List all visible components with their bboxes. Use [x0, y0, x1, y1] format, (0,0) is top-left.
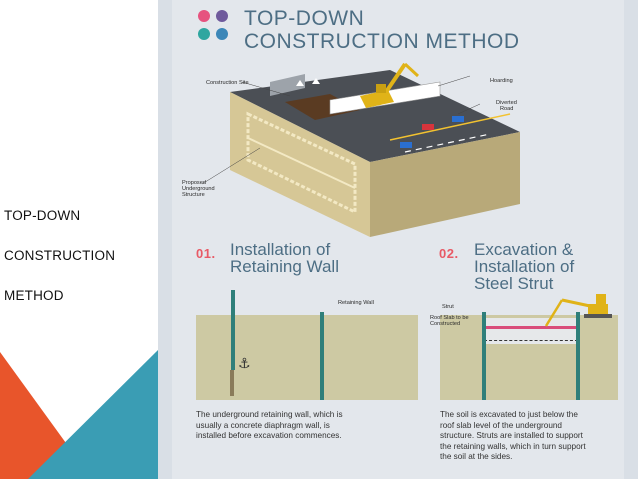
proposed-structure-floor	[247, 137, 356, 189]
step1-wall-base	[230, 370, 234, 396]
infographic-card: TOP-DOWN CONSTRUCTION METHOD	[172, 0, 624, 479]
step2-excavator-icon	[544, 294, 612, 327]
step1-title-line-1: Installation of	[230, 240, 331, 259]
arrow-up-icon	[296, 80, 304, 86]
step1-right-wall	[320, 312, 324, 400]
road-dashes	[404, 133, 491, 153]
step2-left-wall	[482, 312, 486, 400]
slide-title-line-2: CONSTRUCTION	[4, 248, 116, 263]
step2-right-wall	[576, 312, 580, 400]
infographic-heading: TOP-DOWN CONSTRUCTION METHOD	[244, 7, 624, 53]
logo-dots-icon	[198, 10, 228, 40]
label-proposed-3: Structure	[182, 192, 205, 198]
excavator-icon	[360, 62, 420, 108]
corner-decoration	[0, 350, 158, 479]
infographic-panel: TOP-DOWN CONSTRUCTION METHOD	[158, 0, 638, 479]
car-blue-icon	[452, 116, 464, 122]
label-strut: Strut	[442, 304, 454, 310]
car-red-icon	[422, 124, 434, 130]
label-diverted-road-2: Road	[500, 106, 514, 112]
road-surface	[230, 70, 520, 162]
step1-title-line-2: Retaining Wall	[230, 257, 339, 276]
step2-desc-line-1: The soil is excavated to just below the	[440, 410, 578, 419]
step1-desc-line-2: usually a concrete diaphragm wall, is	[196, 420, 330, 430]
construction-site-illustration	[201, 62, 520, 237]
arrow-up-icon-2	[312, 78, 320, 84]
step2-description: The soil is excavated to just below the …	[440, 410, 625, 463]
label-proposed-1: Proposed	[182, 180, 206, 186]
step2-title: Excavation & Installation of Steel Strut	[474, 241, 574, 292]
hoarding-back	[270, 74, 305, 96]
step2-desc-line-2: roof slab level of the underground	[440, 420, 562, 430]
step2-title-line-1: Excavation &	[474, 240, 574, 259]
step2-desc-line-4: the retaining walls, which in turn suppo…	[440, 441, 586, 451]
step2-roof-slab-line	[484, 340, 578, 341]
proposed-structure-outline	[246, 111, 357, 215]
step2-number: 02.	[439, 246, 459, 261]
step2-title-line-2: Installation of	[474, 257, 575, 276]
car-blue-icon-2	[400, 142, 412, 148]
heading-line-1: TOP-DOWN	[244, 7, 365, 30]
step1-number: 01.	[196, 246, 216, 261]
label-roof-slab-1: Roof Slab to be	[430, 315, 469, 321]
step2-title-line-3: Steel Strut	[474, 274, 554, 293]
step2-strut	[484, 326, 578, 329]
step2-desc-line-3: structure. Struts are installed to suppo…	[440, 431, 583, 441]
step2-desc-line-5: the soil at the sides.	[440, 452, 513, 462]
road-line	[389, 113, 511, 141]
label-retaining-wall: Retaining Wall	[338, 300, 374, 306]
label-proposed-2: Underground	[182, 186, 215, 192]
step1-desc-line-1: The underground retaining wall, which is	[196, 410, 343, 419]
label-construction-site: Construction Site	[206, 80, 249, 86]
step1-description: The underground retaining wall, which is…	[196, 410, 411, 442]
slide-title-line-3: METHOD	[4, 288, 64, 303]
slide-left-panel: TOP-DOWN CONSTRUCTION METHOD	[0, 0, 158, 479]
step1-desc-line-3: installed before excavation commences.	[196, 431, 342, 441]
step1-left-wall	[231, 290, 235, 370]
corner-teal-shape	[28, 350, 158, 479]
label-roof-slab-2: Constructed	[430, 321, 461, 327]
step1-title: Installation of Retaining Wall	[230, 241, 339, 275]
slide-title: TOP-DOWN CONSTRUCTION METHOD	[4, 186, 154, 326]
label-diverted-road-1: Diverted	[496, 100, 517, 106]
heading-line-2: CONSTRUCTION METHOD	[244, 30, 520, 53]
step2-excavation	[484, 318, 578, 344]
anchor-icon: ⚓	[238, 356, 251, 372]
label-hoarding: Hoarding	[490, 78, 513, 84]
slide-title-line-1: TOP-DOWN	[4, 208, 81, 223]
block-right-face	[370, 132, 520, 237]
